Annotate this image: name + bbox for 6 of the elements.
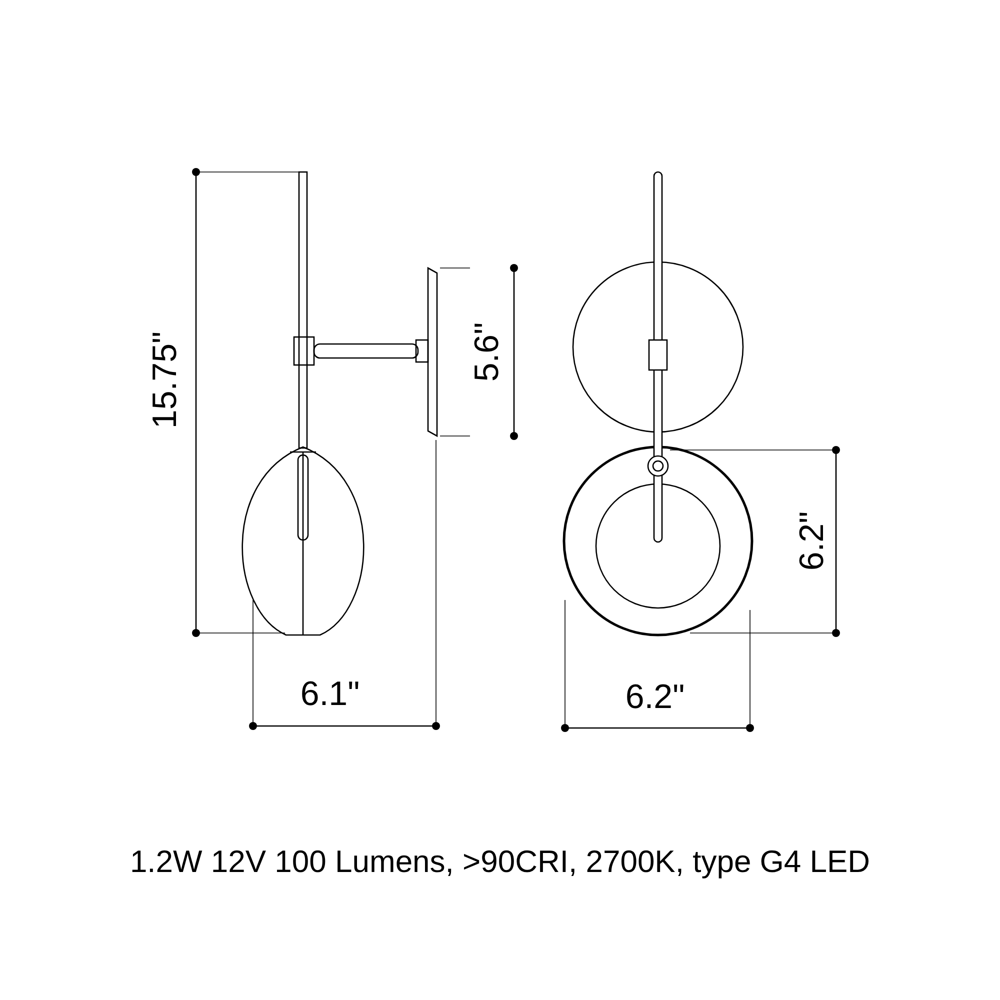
dimension-label: 5.6": [470, 322, 504, 382]
dimension-label: 15.75": [148, 331, 182, 429]
dimension-label: 6.2": [625, 680, 685, 714]
caption-text: 1.2W 12V 100 Lumens, >90CRI, 2700K, type G4 LED: [128, 845, 872, 880]
dimension-label: 6.2": [795, 511, 829, 571]
dimension-label: 6.1": [300, 677, 360, 711]
